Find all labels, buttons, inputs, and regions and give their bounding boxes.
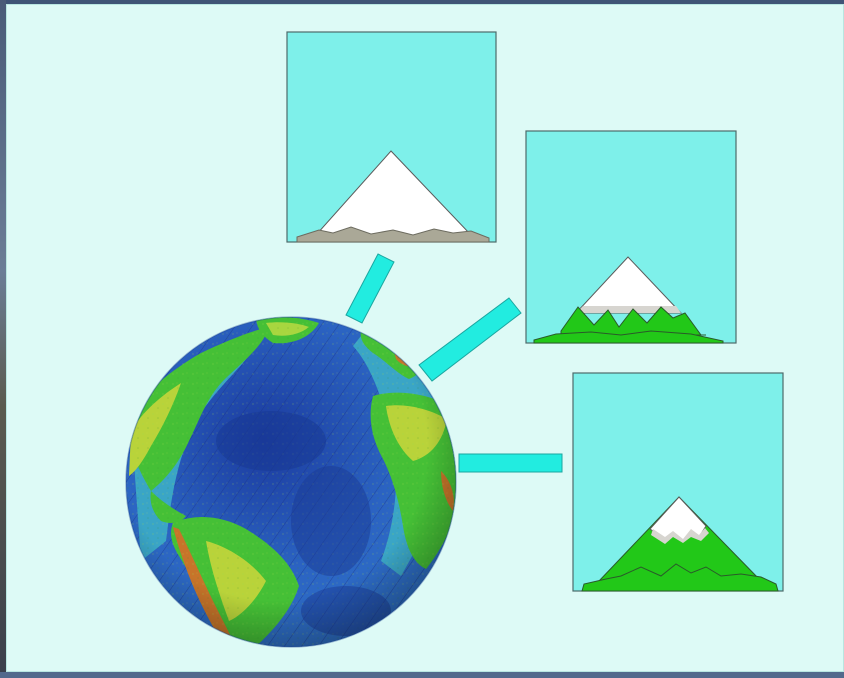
mountain-panel-3 [573, 373, 783, 591]
slide-canvas [6, 4, 844, 672]
mountain-panel-2 [526, 131, 736, 343]
connector-bar-3 [459, 454, 562, 472]
connector-bar-2 [419, 298, 521, 381]
connector-bar-1 [346, 254, 394, 323]
diagram-svg [7, 5, 844, 673]
mountain-panel-1 [287, 32, 496, 242]
earth-globe-icon [121, 311, 461, 651]
